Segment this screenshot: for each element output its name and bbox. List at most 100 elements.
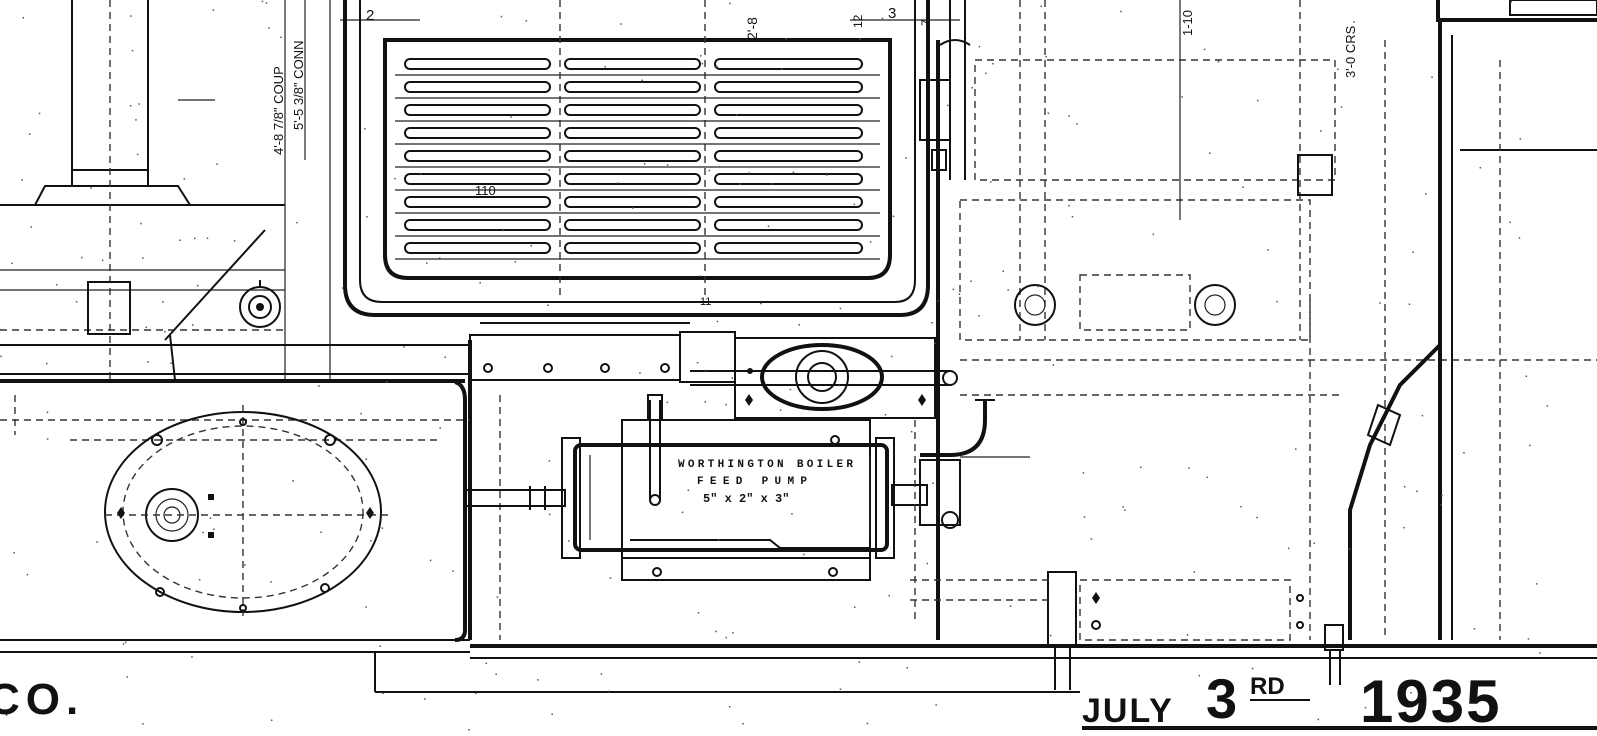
grate-bar bbox=[714, 219, 863, 231]
speckle-dot bbox=[342, 287, 344, 289]
speckle-dot bbox=[379, 645, 381, 647]
speckle-dot bbox=[452, 570, 454, 572]
grate-bar bbox=[404, 150, 551, 162]
grate-bar bbox=[714, 242, 863, 254]
grate-bar bbox=[564, 219, 701, 231]
speckle-dot bbox=[643, 163, 646, 165]
speckle-dot bbox=[500, 15, 503, 18]
speckle-dot bbox=[209, 517, 212, 519]
speckle-dot bbox=[394, 177, 396, 180]
speckle-dot bbox=[760, 302, 762, 305]
grate-bar bbox=[564, 127, 701, 139]
speckle-dot bbox=[46, 411, 49, 413]
speckle-dot bbox=[905, 157, 907, 159]
speckle-dot bbox=[731, 377, 733, 379]
speckle-dot bbox=[781, 68, 783, 70]
speckle-dot bbox=[666, 401, 669, 404]
speckle-dot bbox=[666, 164, 669, 166]
speckle-dot bbox=[510, 116, 512, 118]
speckle-dot bbox=[1519, 138, 1522, 140]
speckle-dot bbox=[992, 63, 994, 65]
speckle-dot bbox=[11, 262, 13, 265]
speckle-dot bbox=[439, 427, 441, 429]
speckle-dot bbox=[1317, 718, 1320, 721]
speckle-dot bbox=[1267, 249, 1269, 251]
speckle-dot bbox=[854, 606, 856, 608]
speckle-dot bbox=[261, 0, 264, 3]
speckle-dot bbox=[426, 262, 428, 264]
speckle-dot bbox=[162, 301, 164, 303]
speckle-dot bbox=[385, 381, 388, 383]
speckle-dot bbox=[609, 577, 612, 579]
speckle-dot bbox=[892, 215, 895, 218]
speckle-dot bbox=[770, 183, 773, 185]
speckle-dot bbox=[212, 9, 215, 11]
speckle-dot bbox=[1546, 405, 1549, 407]
speckle-dot bbox=[1257, 99, 1259, 102]
speckle-dot bbox=[931, 322, 933, 324]
speckle-dot bbox=[1364, 706, 1367, 709]
speckle-dot bbox=[1527, 638, 1530, 640]
speckle-dot bbox=[1203, 48, 1206, 51]
speckle-dot bbox=[604, 66, 606, 68]
speckle-dot bbox=[1518, 237, 1521, 239]
speckle-dot bbox=[891, 355, 893, 358]
speckle-dot bbox=[978, 315, 980, 317]
speckle-dot bbox=[1320, 130, 1322, 132]
speckle-dot bbox=[970, 280, 972, 282]
speckle-dot bbox=[803, 553, 805, 556]
speckle-dot bbox=[639, 372, 641, 374]
speckle-dot bbox=[142, 723, 144, 725]
speckle-dot bbox=[213, 528, 215, 530]
speckle-dot bbox=[1403, 486, 1406, 488]
grate-bar bbox=[714, 173, 863, 185]
speckle-dot bbox=[202, 531, 204, 534]
speckle-dot bbox=[866, 722, 869, 725]
speckle-dot bbox=[1122, 506, 1124, 508]
speckle-dot bbox=[1379, 302, 1381, 304]
speckle-dot bbox=[1348, 548, 1351, 550]
speckle-dot bbox=[1251, 667, 1254, 670]
speckle-dot bbox=[767, 225, 770, 227]
speckle-dot bbox=[138, 103, 140, 105]
speckle-dot bbox=[525, 20, 528, 22]
speckle-dot bbox=[364, 128, 366, 130]
speckle-dot bbox=[1068, 115, 1070, 117]
speckle-dot bbox=[502, 229, 504, 232]
speckle-dot bbox=[124, 641, 127, 644]
speckle-dot bbox=[0, 355, 2, 358]
speckle-dot bbox=[280, 36, 282, 39]
speckle-dot bbox=[81, 256, 83, 259]
speckle-dot bbox=[1421, 414, 1424, 417]
speckle-dot bbox=[704, 369, 707, 372]
speckle-dot bbox=[5, 714, 8, 716]
speckle-dot bbox=[1240, 505, 1242, 508]
speckle-dot bbox=[785, 38, 787, 40]
speckle-dot bbox=[716, 320, 719, 323]
speckle-dot bbox=[21, 179, 23, 181]
dimension-label: 1-10 bbox=[1180, 10, 1195, 36]
speckle-dot bbox=[549, 513, 551, 516]
grate-bar bbox=[404, 104, 551, 116]
speckle-dot bbox=[1007, 289, 1009, 291]
speckle-dot bbox=[1040, 5, 1042, 8]
date-month: JULY bbox=[1082, 692, 1174, 730]
speckle-dot bbox=[170, 362, 172, 364]
speckle-dot bbox=[475, 692, 477, 695]
grate-bar bbox=[404, 81, 551, 93]
date-day: 3 bbox=[1206, 667, 1237, 730]
feed-pump: WORTHINGTON BOILER FEED PUMP 5" x 2" x 3… bbox=[464, 394, 1030, 640]
speckle-dot bbox=[126, 676, 129, 678]
dimension-lines: 4'-8 7/8" COUP 5'-5 3/8" CONN 2 2'-8 12 … bbox=[271, 0, 1358, 380]
scan-speckle bbox=[0, 0, 1549, 731]
speckle-dot bbox=[206, 237, 209, 239]
speckle-dot bbox=[1539, 652, 1541, 654]
speckle-dot bbox=[1276, 300, 1278, 303]
speckle-dot bbox=[792, 171, 795, 174]
speckle-dot bbox=[382, 692, 384, 695]
speckle-dot bbox=[537, 679, 539, 681]
grate-bar bbox=[564, 58, 701, 70]
speckle-dot bbox=[1337, 68, 1339, 71]
speckle-dot bbox=[101, 259, 104, 262]
